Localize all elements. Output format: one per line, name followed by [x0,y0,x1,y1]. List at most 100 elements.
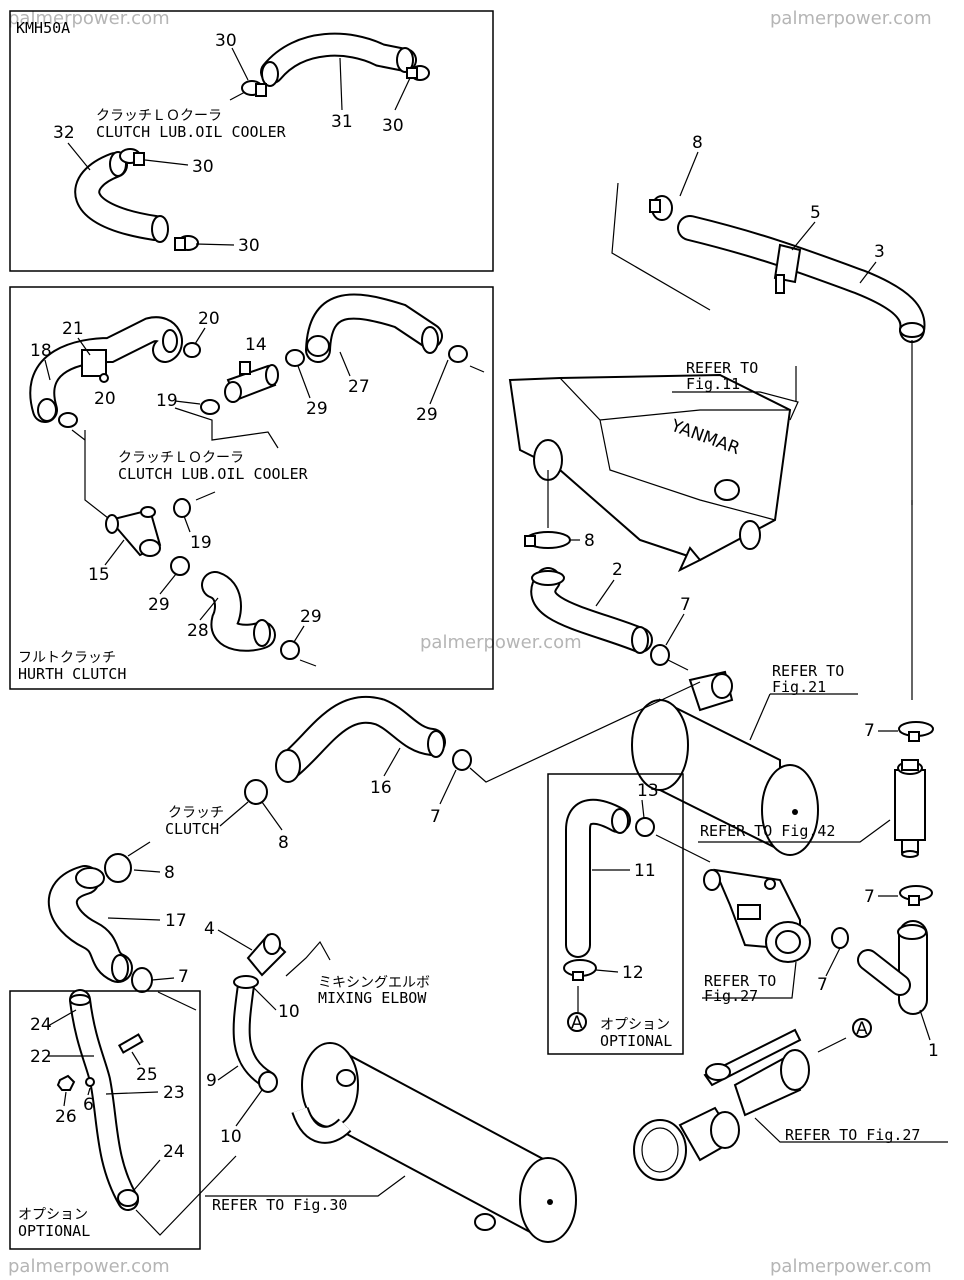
callout-14: 14 [245,335,267,355]
clamp-8c [104,853,132,883]
clamp-20a [183,342,201,358]
clamp-7a [650,644,670,666]
ref-fig11-line2: Fig.11 [686,375,740,393]
callout-10a: 10 [278,1002,300,1022]
mixing-elbow-en: MIXING ELBOW [318,989,427,1007]
callout-13: 13 [637,781,659,801]
washer-6 [85,1077,95,1087]
hose-17 [47,865,133,983]
pipe-9 [232,976,277,1089]
callout-30a: 30 [215,31,237,51]
clamp-13 [635,817,655,837]
clamp-7e [898,721,934,742]
clamp-29b [448,345,468,363]
hose-23 [69,989,139,1211]
callout-29b: 29 [416,405,438,425]
ref-fig21-line1: REFER TO [772,662,844,680]
clamp-30b [406,65,430,81]
optional-a-footer-jp: オプション [600,1017,670,1033]
callout-30c: 30 [192,157,214,177]
hose-16 [275,696,446,783]
callout-32: 32 [53,123,75,143]
callout-1: 1 [928,1041,939,1061]
hurth-footer-jp: フルトクラッチ [18,650,116,666]
oil-cooler-fig42 [894,759,926,858]
clamp-8b [244,779,268,805]
callout-5: 5 [810,203,821,223]
callout-11: 11 [634,861,656,881]
callout-7f: 7 [864,887,875,907]
callout-3: 3 [874,242,885,262]
clutch-label-en: CLUTCH [165,820,219,838]
exhaust-silencer-fig30 [291,1042,577,1243]
hose-11 [565,798,631,958]
watermark-bottom-right: palmerpower.com [770,1256,932,1277]
fitting-14 [224,361,279,403]
hose-31 [260,32,417,87]
clamp-10b [258,1071,278,1093]
watermark-center: palmerpower.com [420,632,582,653]
watermark-bottom-left: palmerpower.com [8,1256,170,1277]
engine-exhaust-manifold: YANMAR [508,373,792,573]
clamp-7b [452,749,472,771]
watermark-top-right: palmerpower.com [770,8,932,29]
panel-hurth: 21 20 14 18 20 19 27 29 29 19 15 29 28 2… [9,286,494,690]
marker-a-seacock: A [856,1019,868,1039]
hose-27 [305,293,443,363]
callout-31: 31 [331,112,353,132]
callout-17: 17 [165,911,187,931]
callout-21: 21 [62,319,84,339]
clamp-30d [174,235,199,251]
callout-24b: 24 [163,1142,185,1162]
clamp-19b [173,498,191,518]
strap-5 [773,243,802,294]
callout-30d: 30 [238,236,260,256]
mixing-elbow-jp: ミキシングエルボ [318,975,430,991]
callout-16: 16 [370,778,392,798]
watermark-top-left: palmerpower.com [8,8,170,29]
callout-24a: 24 [30,1015,52,1035]
sea-water-pump-fig27 [703,868,811,963]
callout-8-top: 8 [692,133,703,153]
callout-8b: 8 [278,833,289,853]
callout-19a: 19 [156,391,178,411]
ref-fig11-line1: REFER TO [686,359,758,377]
callout-6: 6 [83,1095,94,1115]
hose-32 [74,151,169,243]
callout-20a: 20 [198,309,220,329]
callout-8-mid: 8 [584,531,595,551]
clamp-19a [200,399,220,415]
panel-kmh50a-title: KMH50A [16,19,70,37]
panel-optional-a: 13 11 12 A オプション OPTIONAL [547,773,684,1055]
callout-26: 26 [55,1107,77,1127]
pipe-1 [857,920,928,1015]
optional-a-footer-en: OPTIONAL [600,1032,672,1050]
callout-30b: 30 [382,116,404,136]
callout-15: 15 [88,565,110,585]
callout-25: 25 [136,1065,158,1085]
ref-fig27b: REFER TO Fig.27 [785,1126,920,1144]
clutch-label-jp: クラッチ [168,805,224,821]
clamp-7c [131,967,153,993]
optional-b-footer-en: OPTIONAL [18,1222,90,1240]
ref-fig21-line2: Fig.21 [772,678,826,696]
kmh50a-note-jp: クラッチＬＯクーラ [96,108,222,124]
hurth-footer-en: HURTH CLUTCH [18,665,126,683]
clamp-29a [285,349,305,367]
clamp-10a [233,975,259,989]
panel-optional-b: 24 22 25 26 6 23 24 オプション OPTIONAL [9,989,201,1250]
callout-7b: 7 [430,807,441,827]
callout-7d: 7 [817,975,828,995]
clamp-7f [899,885,933,906]
clamp-20b [58,412,78,428]
ref-fig27a-line1: REFER TO [704,972,776,990]
clamp-29d [280,640,300,660]
callout-4: 4 [204,919,215,939]
hurth-note-en: CLUTCH LUB.OIL COOLER [118,465,309,483]
clamp-12 [563,959,597,981]
callout-12: 12 [622,963,644,983]
callout-18: 18 [30,341,52,361]
ref-fig42: REFER TO Fig.42 [700,822,835,840]
hose-3 [677,215,926,343]
callout-2: 2 [612,560,623,580]
